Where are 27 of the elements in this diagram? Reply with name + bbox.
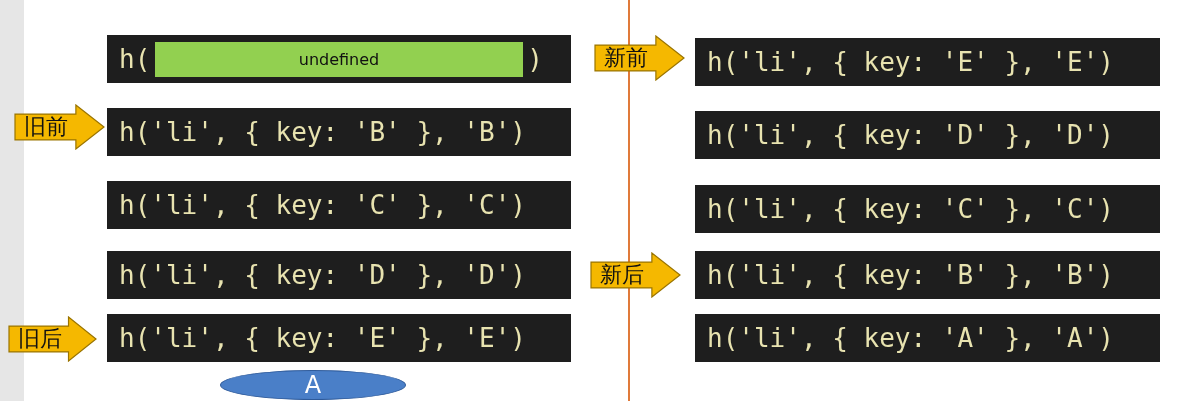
code-box <box>695 111 1160 159</box>
code-text: h('li', { key: 'A' }, 'A') <box>707 323 1114 353</box>
pointer-label: 新后 <box>600 261 644 289</box>
code-box <box>107 251 571 299</box>
code-box <box>695 314 1160 362</box>
code-box <box>107 181 571 229</box>
pointer-label: 新前 <box>604 44 648 72</box>
code-box <box>107 35 571 83</box>
code-text: h('li', { key: 'B' }, 'B') <box>119 117 526 147</box>
code-text: h('li', { key: 'C' }, 'C') <box>119 190 526 220</box>
pointer-label: 旧后 <box>18 325 62 353</box>
code-text: ) <box>527 44 543 74</box>
code-text: h( <box>119 44 151 74</box>
code-text: h('li', { key: 'E' }, 'E') <box>707 47 1114 77</box>
code-text: h('li', { key: 'D' }, 'D') <box>119 260 526 290</box>
pointer-label: 旧前 <box>24 113 68 141</box>
placeholder-bar: undefined <box>155 42 523 77</box>
code-box <box>695 38 1160 86</box>
code-text: h('li', { key: 'B' }, 'B') <box>707 260 1114 290</box>
code-text: h('li', { key: 'D' }, 'D') <box>707 120 1114 150</box>
ellipse-shape: A <box>220 370 406 400</box>
code-box <box>695 251 1160 299</box>
code-box <box>107 108 571 156</box>
code-text: h('li', { key: 'E' }, 'E') <box>119 323 526 353</box>
code-text: h('li', { key: 'C' }, 'C') <box>707 194 1114 224</box>
code-box <box>695 185 1160 233</box>
code-box <box>107 314 571 362</box>
